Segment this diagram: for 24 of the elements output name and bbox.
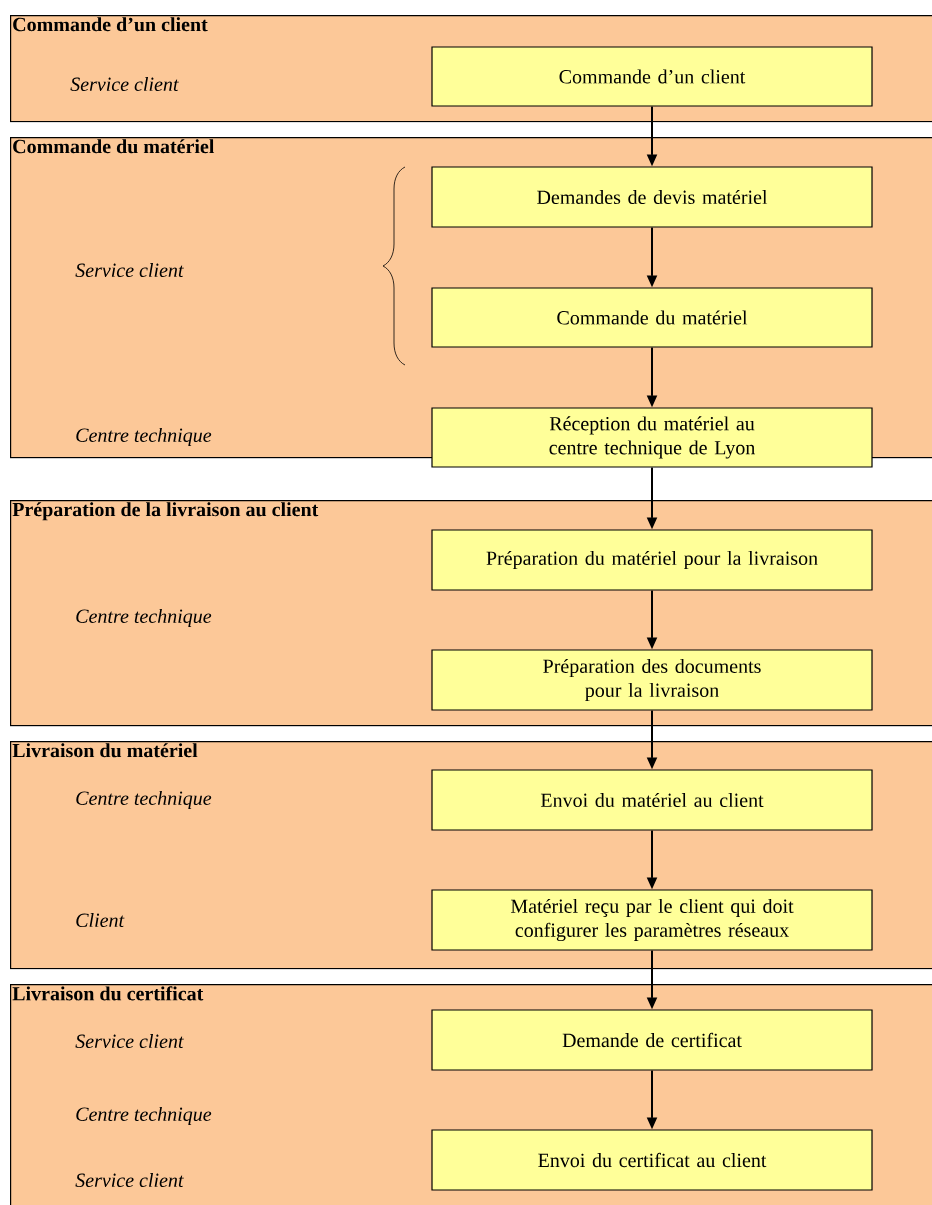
role-label: Service client	[75, 1172, 184, 1188]
process-box: Demandes de devis matériel	[431, 166, 873, 228]
process-box: Envoi du certificat au client	[431, 1129, 873, 1191]
role-label: Centre technique	[76, 608, 212, 628]
role-label: Service client	[75, 262, 184, 277]
process-box: Demande de certificat	[431, 1009, 873, 1071]
role-label: Centre technique	[76, 790, 212, 810]
process-box: Matériel reçu par le client qui doit configurer les paramètres réseaux	[431, 889, 873, 951]
lane-title: Livraison du matériel	[12, 743, 198, 758]
role-label: Centre technique	[76, 1106, 212, 1126]
process-box: Préparation du matériel pour la livraison	[431, 529, 873, 591]
role-label: Service client	[75, 1033, 184, 1049]
process-box: Envoi du matériel au client	[431, 769, 873, 831]
lane-title: Commande du matériel	[13, 139, 215, 154]
role-label: Client	[76, 912, 125, 928]
process-box: Réception du matériel au centre technique de Lyon	[431, 407, 873, 468]
process-box: Commande du matériel	[431, 287, 873, 348]
process-box: Commande d’un client	[431, 46, 873, 107]
role-label: Centre technique	[76, 427, 212, 447]
process-box: Préparation des documents pour la livraison	[431, 649, 873, 711]
lane-title: Commande d’un client	[13, 17, 208, 32]
lane-title: Livraison du certificat	[12, 986, 204, 1001]
lane-title: Préparation de la livraison au client	[12, 502, 319, 521]
role-label: Service client	[70, 76, 179, 91]
